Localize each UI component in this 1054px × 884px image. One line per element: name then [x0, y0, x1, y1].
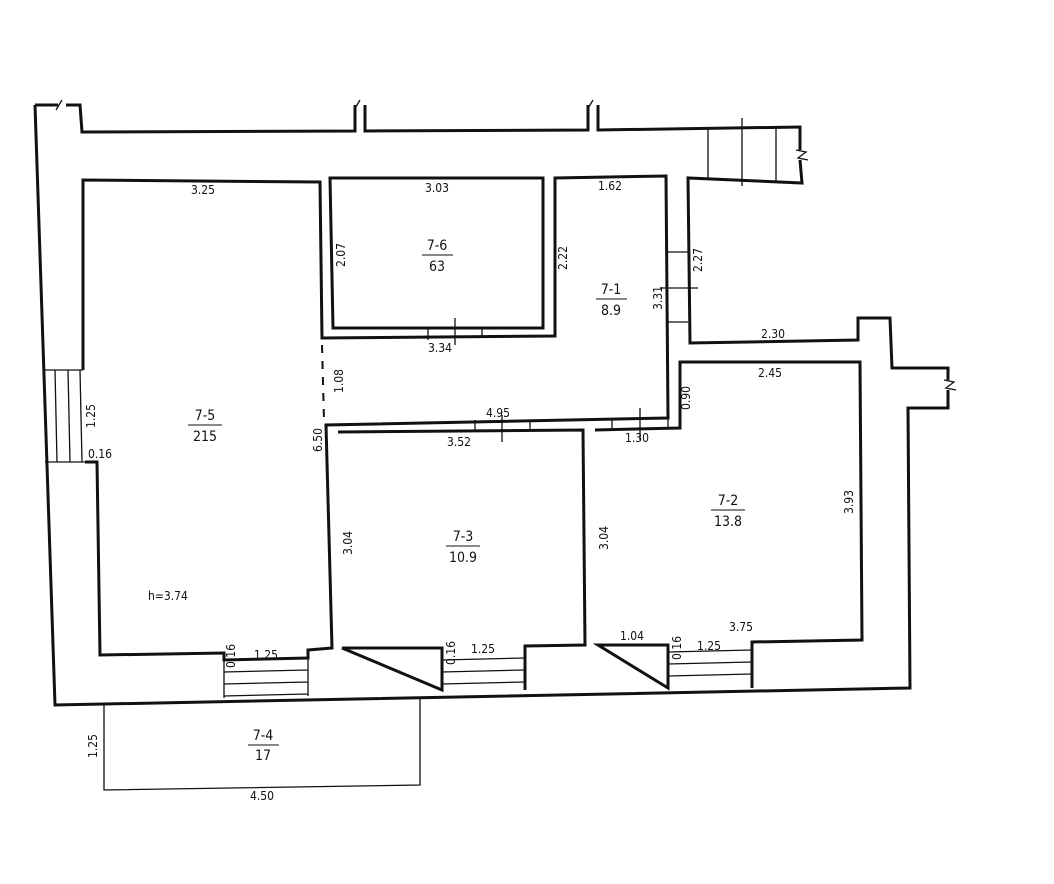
door-7-3 [474, 415, 531, 442]
dim-label: 3.52 [447, 435, 471, 449]
door-7-2 [611, 408, 669, 440]
steps-7-2 [667, 649, 753, 677]
dim-label: 2.22 [556, 246, 570, 270]
dim-label: 2.07 [334, 243, 348, 267]
height-note: h=3.74 [148, 589, 188, 603]
dim-label: 3.25 [191, 183, 215, 197]
dim-label: 3.31 [651, 286, 665, 310]
dim-label: 1.25 [86, 734, 100, 758]
window-top-right [707, 118, 777, 186]
dim-label: 0.16 [224, 644, 238, 668]
dim-label: 0.16 [444, 641, 458, 665]
room-7-4-outline [103, 697, 421, 791]
steps-7-5 [223, 658, 309, 698]
dim-label: 0.16 [670, 636, 684, 660]
room-area: 215 [193, 429, 217, 445]
outer-wall [33, 103, 950, 707]
dim-label: 3.93 [842, 490, 856, 514]
room-label-7-4: 7-4 17 [248, 728, 279, 764]
window-left [45, 369, 97, 463]
dim-label: 4.95 [486, 406, 510, 420]
dim-label: 3.75 [729, 620, 753, 634]
door-corridor [660, 251, 698, 323]
room-area: 17 [255, 748, 271, 764]
dimension-labels-vertical: 2.07 2.22 2.27 3.31 1.08 0.90 1.25 6.50 … [84, 243, 856, 758]
room-7-3-wall [337, 428, 587, 693]
room-label-7-5: 7-5 215 [188, 408, 222, 445]
dim-label: 1.25 [84, 404, 98, 428]
dim-label: 3.03 [425, 181, 449, 195]
dim-label: 3.04 [597, 526, 611, 550]
break-marks [55, 99, 957, 391]
steps-7-3 [441, 657, 526, 685]
dimension-labels: 3.25 3.03 1.62 3.34 2.30 2.45 4.95 3.52 … [88, 179, 785, 803]
dim-label: 1.62 [598, 179, 622, 193]
dim-label: 1.25 [697, 639, 721, 653]
room-7-6-wall [328, 176, 545, 330]
room-id: 7-1 [601, 282, 622, 298]
dim-label: 3.34 [428, 341, 452, 355]
dim-label: 1.25 [471, 642, 495, 656]
dim-label: 1.08 [332, 369, 346, 393]
dim-label: 3.04 [341, 531, 355, 555]
dim-label: 4.50 [250, 789, 274, 803]
dim-label: 1.25 [254, 648, 278, 662]
partition-dashed [321, 344, 325, 421]
room-id: 7-3 [453, 529, 474, 545]
room-id: 7-5 [195, 408, 216, 424]
room-id: 7-4 [253, 728, 274, 744]
dim-label: 1.30 [625, 431, 649, 445]
room-label-7-6: 7-6 63 [422, 238, 453, 275]
room-label-7-3: 7-3 10.9 [446, 529, 480, 566]
dim-label: 6.50 [311, 428, 325, 452]
dim-label: 0.90 [679, 386, 693, 410]
dim-label: 2.27 [691, 248, 705, 272]
room-area: 10.9 [449, 550, 477, 566]
dim-label: 1.04 [620, 629, 644, 643]
dim-label: 0.16 [88, 447, 112, 461]
room-7-2-wall [592, 360, 864, 691]
window-7-6 [427, 318, 483, 345]
dim-label: 2.30 [761, 327, 785, 341]
dim-label: 2.45 [758, 366, 782, 380]
room-area: 8.9 [601, 303, 621, 319]
room-label-7-1: 7-1 8.9 [596, 282, 627, 319]
room-area: 63 [429, 259, 445, 275]
room-area: 13.8 [714, 514, 742, 530]
room-7-5-wall [81, 174, 670, 662]
room-id: 7-2 [718, 493, 739, 509]
room-id: 7-6 [427, 238, 448, 254]
room-label-7-2: 7-2 13.8 [711, 493, 745, 530]
